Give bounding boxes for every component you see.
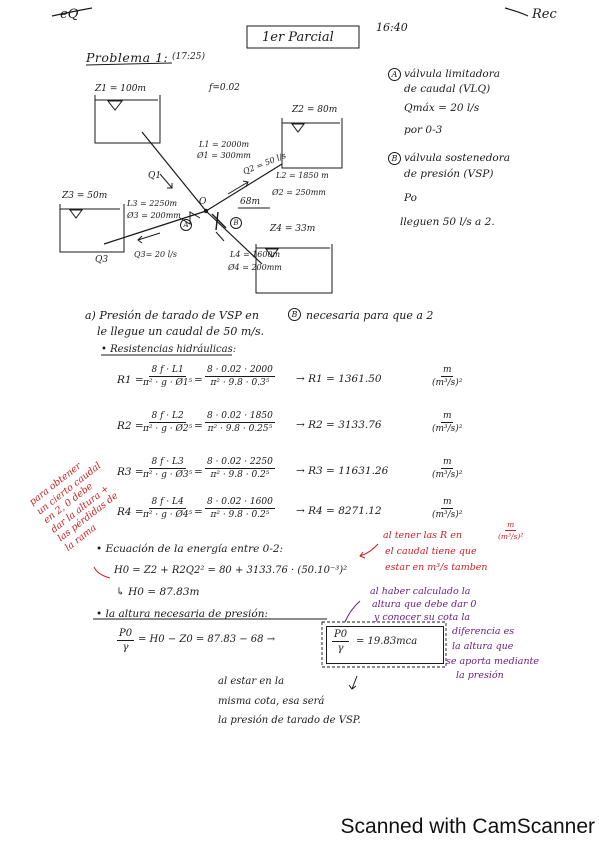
z3-label: Z3 = 50m xyxy=(62,191,108,201)
arrow-q1 xyxy=(159,173,173,189)
q3-sub-label: Q3 xyxy=(95,255,109,265)
z1-label: Z1 = 100m xyxy=(95,84,146,94)
arrow-q3 xyxy=(137,232,161,241)
note-b-line4: lleguen 50 l/s a 2. xyxy=(400,216,495,228)
energy-equation: H0 = Z2 + R2Q2² = 80 + 3133.76 · (50.10⁻… xyxy=(114,565,348,576)
part-a-line2: le llegue un caudal de 50 m/s. xyxy=(97,325,265,338)
pressure-equation: = H0 − Z0 = 87.83 − 68 → xyxy=(138,634,276,645)
corner-mark-left: eQ xyxy=(60,7,79,22)
note-a-line2: de caudal (VLQ) xyxy=(404,83,491,95)
dashed-box xyxy=(321,621,447,668)
note-a-title: válvula limitadora xyxy=(404,68,501,80)
conclusion-line2: misma cota, esa será xyxy=(218,696,325,707)
conclusion-arrow xyxy=(351,675,358,690)
l3-label: L3 = 2250m xyxy=(127,199,178,208)
q1-label: Q1 xyxy=(148,171,162,181)
arrow-q2 xyxy=(227,181,249,195)
d1-label: Ø1 = 300mm xyxy=(197,151,251,160)
note-a-marker: A xyxy=(388,68,401,81)
red-side-arrow xyxy=(93,566,111,579)
elevation-68-label: 68m xyxy=(240,197,260,207)
corner-stroke-right xyxy=(504,7,529,17)
energy-heading: • Ecuación de la energía entre 0-2: xyxy=(96,543,284,555)
conclusion-line1: al estar en la xyxy=(218,676,285,687)
tank-1 xyxy=(94,95,161,144)
problem-underline xyxy=(85,62,173,66)
pipe-3 xyxy=(103,210,207,245)
boxed-value: = 19.83mca xyxy=(356,636,418,647)
energy-result: ↳ H0 = 87.83m xyxy=(116,586,200,598)
tank-4 xyxy=(255,244,333,294)
conclusion-line3: la presión de tarado de VSP. xyxy=(218,715,361,726)
friction-label: f=0.02 xyxy=(209,83,240,93)
valve-a-marker: A xyxy=(180,219,192,231)
z2-label: Z2 = 80m xyxy=(292,105,338,115)
l4-label: L4 = 1600m xyxy=(230,250,281,259)
note-b-title: válvula sostenedora xyxy=(404,152,511,164)
pipe-1 xyxy=(141,131,207,212)
time-label: 16:40 xyxy=(376,21,408,34)
resistances-heading: • Resistencias hidráulicas: xyxy=(101,344,237,355)
part-a-line1-tail: necesaria para que a 2 xyxy=(306,309,434,322)
note-a-line3: Qmáx = 20 l/s xyxy=(404,102,480,114)
d4-label: Ø4 = 200mm xyxy=(228,263,282,272)
part-a-marker: B xyxy=(288,308,301,321)
tank-2 xyxy=(281,118,343,169)
red-arrow xyxy=(359,543,379,557)
corner-mark-right: Rec xyxy=(532,7,557,22)
page-title: 1er Parcial xyxy=(262,30,334,45)
d2-label: Ø2 = 250mm xyxy=(272,188,326,197)
l2-label: L2 = 1850 m xyxy=(276,171,329,180)
purple-arrow xyxy=(344,600,361,623)
d3-label: Ø3 = 200mm xyxy=(127,211,181,220)
arrow-q4 xyxy=(215,231,225,242)
note-b-line2: de presión (VSP) xyxy=(404,168,494,180)
valve-b-symbol xyxy=(211,211,227,231)
note-b-marker: B xyxy=(388,152,401,165)
problem-score: (17:25) xyxy=(172,52,205,62)
pressure-heading: • la altura necesaria de presión: xyxy=(96,608,268,620)
l1-label: L1 = 2000m xyxy=(199,140,250,149)
tank-3 xyxy=(59,204,125,253)
result-box xyxy=(326,626,444,664)
z4-label: Z4 = 33m xyxy=(270,224,316,234)
pipe-2 xyxy=(205,163,283,212)
valve-b-marker: B xyxy=(230,217,242,229)
title-box xyxy=(246,25,360,49)
note-b-line3: Po xyxy=(404,192,417,204)
node-o-label: O xyxy=(199,197,207,207)
note-a-line4: por 0-3 xyxy=(404,124,443,136)
node-o-dot xyxy=(203,208,209,214)
problem-heading: Problema 1: xyxy=(86,50,169,65)
q3-label: Q3= 20 l/s xyxy=(134,250,177,259)
corner-stroke-left xyxy=(51,7,93,17)
pipe-4 xyxy=(205,210,263,265)
scanner-watermark: Scanned with CamScanner xyxy=(340,815,595,838)
part-a-line1: a) Presión de tarado de VSP en xyxy=(85,309,259,322)
